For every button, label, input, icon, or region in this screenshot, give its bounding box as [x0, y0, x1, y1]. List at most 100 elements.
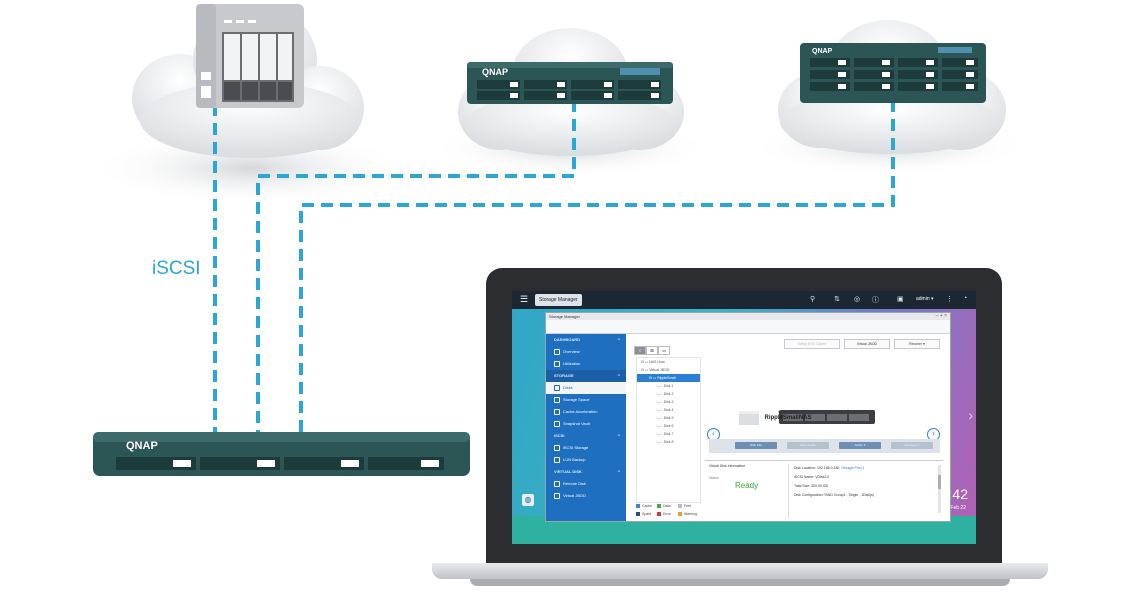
tree-node[interactable]: — ▫ Disk 1 [637, 382, 700, 390]
tree-node[interactable]: — ▫ Disk 6 [637, 422, 700, 430]
sidebar-item-label: VIRTUAL DISK [554, 469, 582, 474]
legend-item: Data [657, 502, 678, 510]
tree-node[interactable]: — ▫ Disk 7 [637, 430, 700, 438]
minimize-icon[interactable]: – [935, 313, 939, 319]
tree-node[interactable]: — ▫ Disk 3 [637, 398, 700, 406]
sidebar-item-label: Disks [563, 385, 573, 390]
sidebar-item-snapshot-vault[interactable]: Snapshot Vault [546, 418, 626, 430]
disk-tree: ⊟ ▭ NAS Host⊟ ▭ Virtual JBOD⊟ ▭ RippleSm… [636, 357, 701, 503]
cloud-left [132, 5, 364, 158]
sidebar-section-virtual-disk[interactable]: VIRTUAL DISK ^ [546, 466, 626, 478]
legend-swatch [636, 512, 640, 517]
recover-button[interactable]: Recover ▾ [894, 339, 940, 349]
disk-icon: — ▫ [657, 416, 664, 420]
sidebar-item-lun-backup[interactable]: LUN Backup [546, 454, 626, 466]
tree-node[interactable]: — ▫ Disk 4 [637, 406, 700, 414]
more-icon[interactable]: ⋮ [946, 296, 953, 303]
action-button-recovery[interactable]: Recovery ▾ [891, 442, 933, 449]
disk-info-panel: Virtual Disk Information Status Ready Di… [705, 460, 943, 519]
sidebar-item-label: Remote Disk [563, 481, 586, 486]
legend-item: Cache [636, 502, 657, 510]
taskbar-tab-storage-manager[interactable]: Storage Manager [535, 294, 582, 306]
desktop-date: Feb 22 [950, 505, 966, 511]
link-middle-nas [256, 100, 576, 432]
chevron-up-icon[interactable]: ^ [617, 433, 620, 438]
detail-view-icon[interactable]: ▭ [658, 346, 670, 355]
sidebar-section-iscsi[interactable]: iSCSI^ [546, 430, 626, 442]
disk-icon: — ▫ [657, 392, 664, 396]
list-view-icon[interactable]: ≡ [634, 346, 646, 355]
hamburger-icon[interactable]: ☰ [520, 294, 529, 304]
info-row-text: iSCSI Name: VDisk2.0 [794, 475, 830, 479]
action-button-disk-health[interactable]: Disk Health [787, 442, 829, 449]
close-icon[interactable]: × [944, 313, 947, 319]
storage-manager-window: Storage Manager – + × DASHBOARD^Overview… [545, 312, 951, 522]
sidebar-item-label: Utilization [563, 361, 581, 366]
sidebar-section-storage[interactable]: STORAGE ^ [546, 370, 626, 382]
action-bar: Disk Info Disk Health Action ▾ Recovery ▾ [709, 439, 940, 453]
disk-icon: — ▫ [657, 408, 664, 412]
action-button-action[interactable]: Action ▾ [839, 442, 881, 449]
grid-view-icon[interactable]: ⊞ [646, 346, 658, 355]
virtual-jbod-button[interactable]: Virtual JBOD [844, 339, 890, 349]
sidebar-item-icon [554, 456, 560, 463]
tree-node[interactable]: ⊟ ▭ RippleSmall [637, 374, 700, 382]
network-icon[interactable]: ◎ [854, 296, 861, 303]
tree-node-label: Disk 2 [663, 392, 674, 396]
legend-item: Spare [636, 510, 657, 518]
sidebar-item-label: Snapshot Vault [563, 421, 590, 426]
tree-node[interactable]: ⊟ ▭ NAS Host [637, 358, 700, 366]
tree-node-label: Disk 7 [663, 432, 674, 436]
device-subtitle: Virtual JBOD [777, 410, 799, 414]
chevron-up-icon[interactable]: ^ [617, 373, 620, 378]
sidebar-section-dashboard[interactable]: DASHBOARD^ [546, 334, 626, 346]
sidebar-item-label: STORAGE [554, 373, 574, 378]
legend-label: Error [663, 512, 671, 516]
tree-node-label: Disk 8 [663, 440, 674, 444]
maximize-icon[interactable]: + [939, 313, 943, 319]
user-menu[interactable]: admin ▾ [916, 296, 934, 302]
user-icon[interactable]: ▣ [897, 296, 904, 303]
notification-icon[interactable]: ⓘ [872, 297, 879, 304]
desktop-app-icon[interactable]: ◍ [522, 494, 534, 506]
sidebar-item-icon [554, 360, 560, 367]
laptop-screen: ☰ Storage Manager ⚲ ⇅ ◎ ⓘ ▣ admin ▾ ⋮ ◔ … [512, 291, 976, 544]
info-scrollbar[interactable] [938, 465, 941, 513]
sidebar-item-utilization[interactable]: Utilization [546, 358, 626, 370]
sidebar-item-storage-space[interactable]: Storage Space [546, 394, 626, 406]
disk-icon: — ▫ [657, 384, 664, 388]
sidebar-item-icon [554, 348, 560, 355]
chevron-up-icon[interactable]: ^ [617, 337, 620, 342]
dashboard-icon[interactable]: ◔ [963, 295, 968, 302]
sidebar-item-disks[interactable]: Disks [546, 382, 626, 394]
sidebar-item-icon [554, 492, 560, 499]
tasks-icon[interactable]: ⇅ [834, 296, 840, 303]
info-row-link[interactable]: Storage Pool 1 [840, 466, 865, 470]
laptop-base [432, 563, 1048, 579]
chevron-up-icon[interactable]: ^ [617, 469, 620, 474]
tree-node[interactable]: ⊟ ▭ Virtual JBOD [637, 366, 700, 374]
tree-node[interactable]: — ▫ Disk 2 [637, 390, 700, 398]
tree-node[interactable]: — ▫ Disk 8 [637, 438, 700, 446]
sidebar-item-virtual-jbod[interactable]: Virtual JBOD [546, 490, 626, 502]
view-toggle: ≡⊞▭ [634, 339, 670, 355]
iscsi-links [213, 100, 895, 432]
action-button-disk-info[interactable]: Disk Info [735, 442, 777, 449]
sidebar-item-cache-acceleration[interactable]: Cache Acceleration [546, 406, 626, 418]
device-illustration [739, 410, 875, 425]
rack-nas-bottom: QNAP [93, 432, 470, 476]
tree-node[interactable]: — ▫ Disk 5 [637, 414, 700, 422]
desktop-next-arrow-icon[interactable]: › [968, 407, 973, 423]
sidebar-item-iscsi-storage[interactable]: iSCSI Storage [546, 442, 626, 454]
legend-label: Free [684, 504, 692, 508]
sidebar-item-overview[interactable]: Overview [546, 346, 626, 358]
search-icon[interactable]: ⚲ [810, 296, 816, 303]
disk-icon: — ▫ [657, 440, 664, 444]
rack-nas-right: QNAP [800, 43, 986, 103]
sidebar-item-remote-disk[interactable]: Remote Disk [546, 478, 626, 490]
setup-ssd-cache-button[interactable]: Setup SSD Cache [784, 339, 840, 349]
link-right-nas [299, 100, 895, 432]
legend-swatch [657, 512, 661, 517]
